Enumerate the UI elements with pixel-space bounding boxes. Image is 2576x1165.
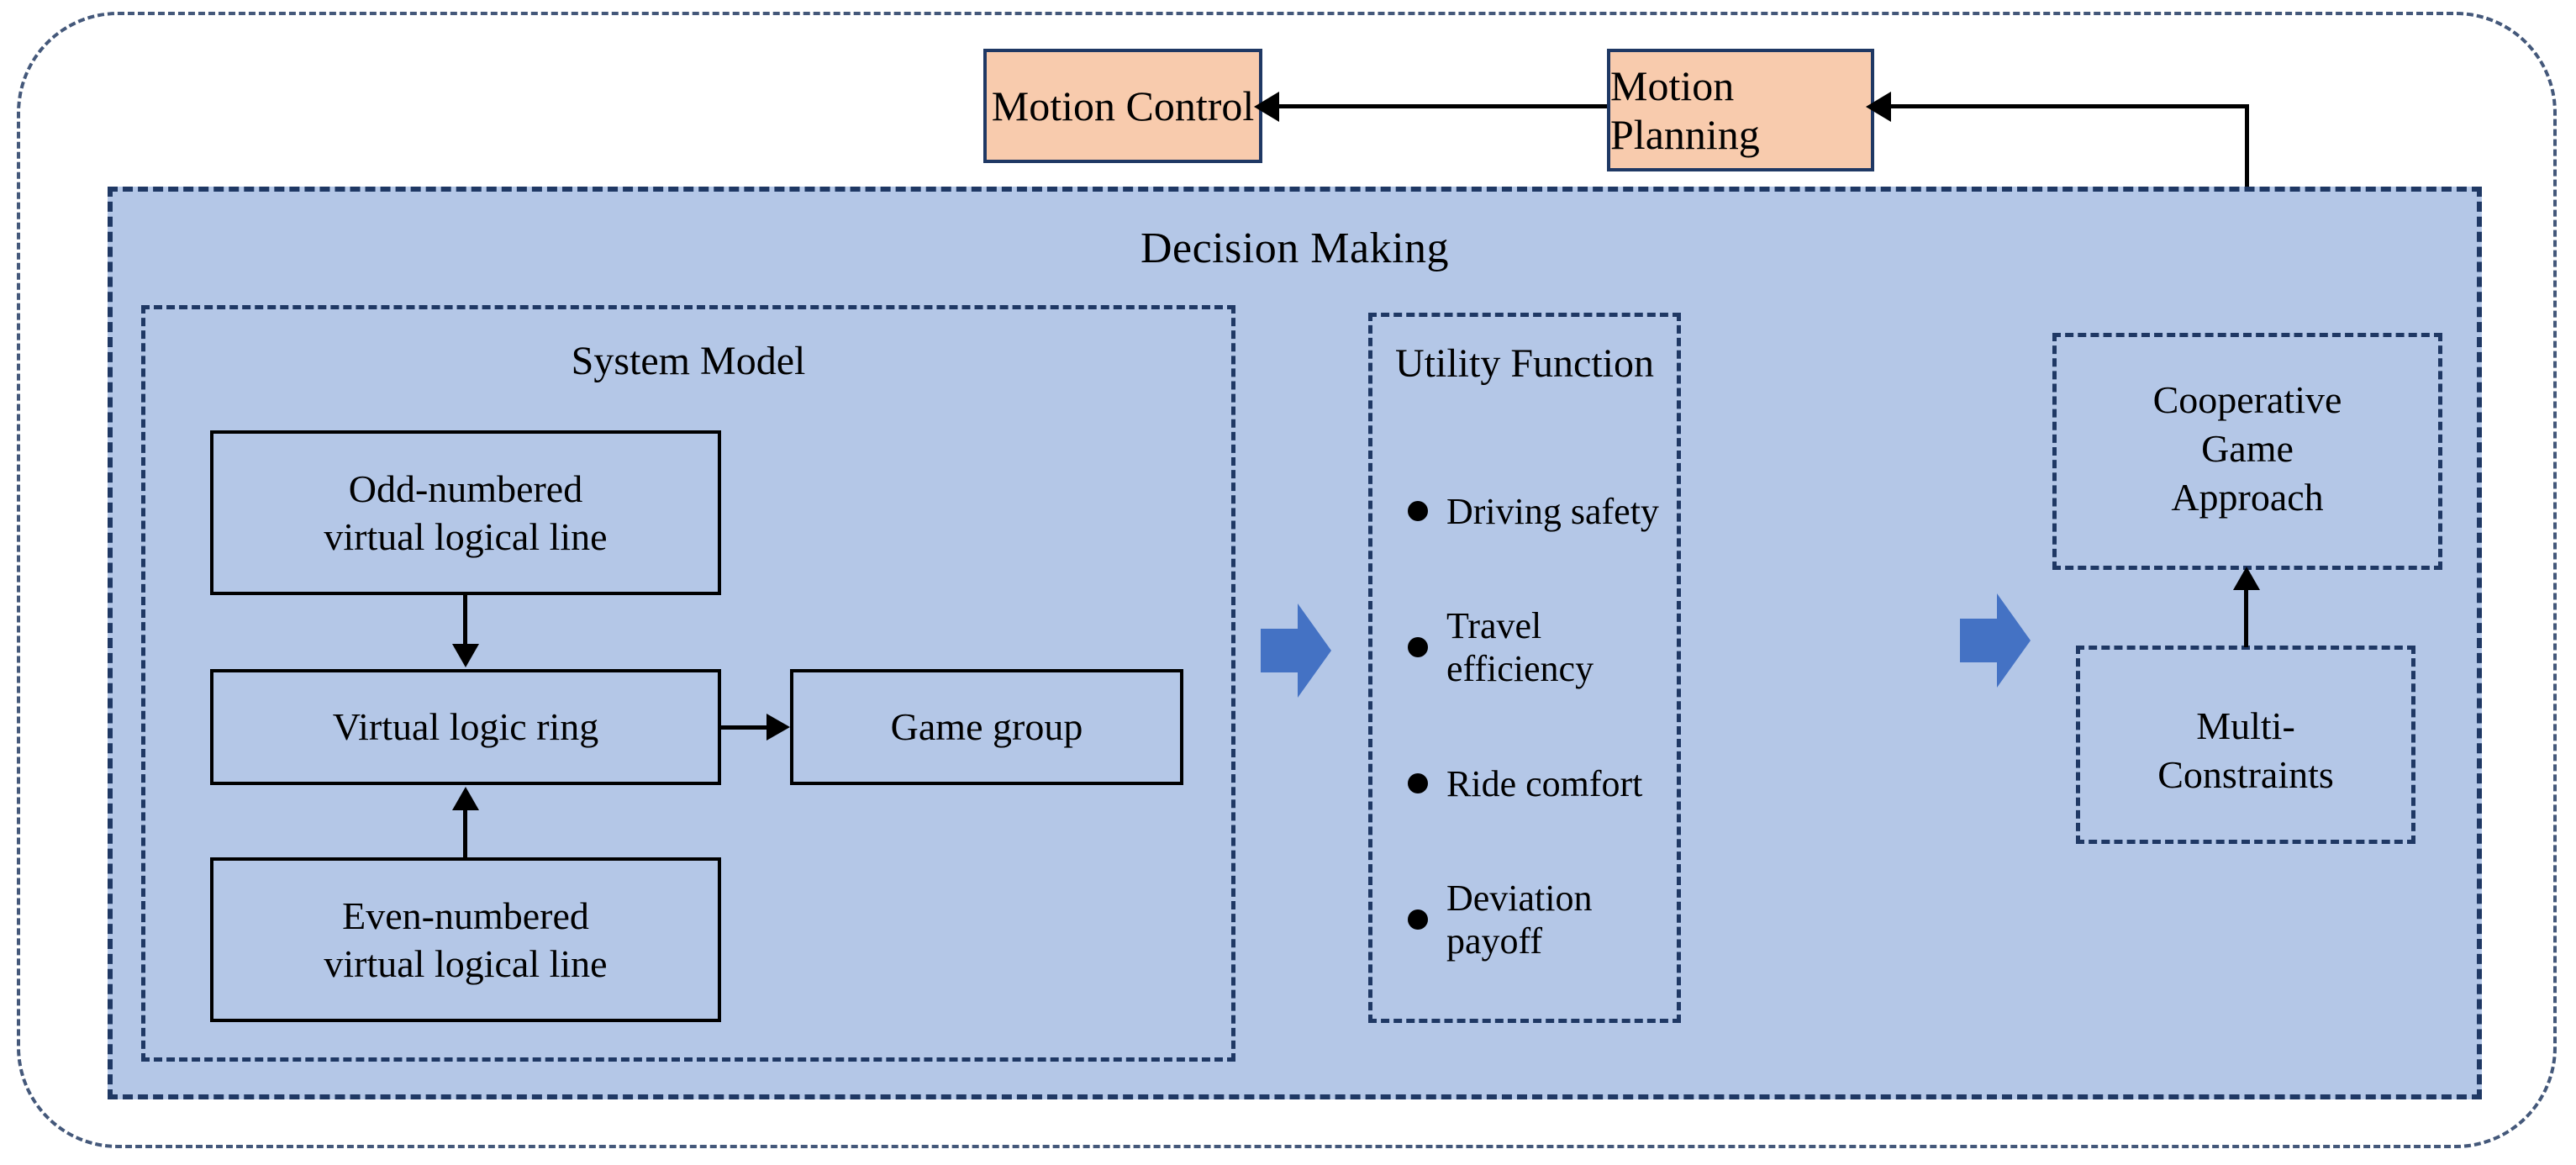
coop-line-1: Cooperative [2152,378,2342,421]
odd-to-ring-arrowhead [452,644,479,667]
game-group-box[interactable]: Game group [790,669,1183,785]
bullet-dot-icon [1408,909,1428,930]
utility-function-group: Utility Function Driving safety Travel e… [1368,313,1681,1023]
utility-function-title: Utility Function [1394,341,1654,386]
constraints-to-coop-arrowhead [2233,567,2260,590]
bullet-dot-icon [1408,773,1428,793]
even-line-label-1: Even-numbered [342,894,589,937]
even-line-label-2: virtual logical line [324,942,608,985]
even-to-ring-arrowhead [452,787,479,810]
cooperative-game-approach-text: Cooperative Game Approach [2057,376,2438,522]
coop-line-2: Game [2201,426,2294,470]
list-item[interactable]: Ride comfort [1408,715,1668,851]
constraints-to-coop-line [2244,588,2248,647]
cooperative-game-approach-box[interactable]: Cooperative Game Approach [2052,333,2442,570]
multi-line-2: Constraints [2157,752,2334,796]
multi-constraints-box[interactable]: Multi- Constraints [2076,646,2415,844]
utility-item-label: Ride comfort [1446,762,1643,804]
list-item[interactable]: Travel efficiency [1408,579,1668,715]
utility-item-label: Deviation payoff [1446,878,1593,962]
virtual-logic-ring-box[interactable]: Virtual logic ring [210,669,721,785]
bullet-dot-icon [1408,637,1428,657]
coop-line-3: Approach [2171,475,2324,519]
multi-constraints-text: Multi- Constraints [2080,702,2411,799]
odd-numbered-virtual-logical-line-box[interactable]: Odd-numbered virtual logical line [210,430,721,595]
odd-line-label-1: Odd-numbered [348,467,583,510]
motion-control-label: Motion Control [991,82,1255,129]
system-model-group: System Model [141,305,1235,1062]
blue-block-arrow-right-icon [1261,604,1331,698]
odd-line-label-2: virtual logical line [324,515,608,558]
bullet-dot-icon [1408,501,1428,521]
utility-item-label: Travel efficiency [1446,605,1594,689]
utility-item-label: Driving safety [1446,490,1659,532]
feedback-horizontal-line [1889,104,2249,108]
ring-to-game-group-line [721,725,768,730]
list-item[interactable]: Driving safety [1408,443,1668,579]
planning-to-control-line [1277,104,1607,108]
outer-system-boundary [17,12,2557,1148]
ring-to-game-group-arrowhead [766,714,790,741]
feedback-arrowhead [1866,92,1891,122]
odd-to-ring-line [463,595,467,647]
planning-to-control-arrowhead [1254,92,1279,122]
multi-line-1: Multi- [2196,704,2295,747]
blue-block-arrow-right-icon [1960,593,2031,688]
even-numbered-virtual-logical-line-box[interactable]: Even-numbered virtual logical line [210,857,721,1022]
utility-function-list: Driving safety Travel efficiency Ride co… [1408,443,1668,988]
motion-planning-label: Motion Planning [1610,62,1760,158]
motion-control-box[interactable]: Motion Control [983,49,1262,163]
game-group-label: Game group [890,705,1083,749]
list-item[interactable]: Deviation payoff [1408,851,1668,988]
virtual-logic-ring-label: Virtual logic ring [332,705,599,749]
system-model-title: System Model [571,339,806,383]
motion-planning-box[interactable]: Motion Planning [1607,49,1874,171]
even-to-ring-line [463,809,467,859]
decision-making-title: Decision Making [1140,224,1450,272]
